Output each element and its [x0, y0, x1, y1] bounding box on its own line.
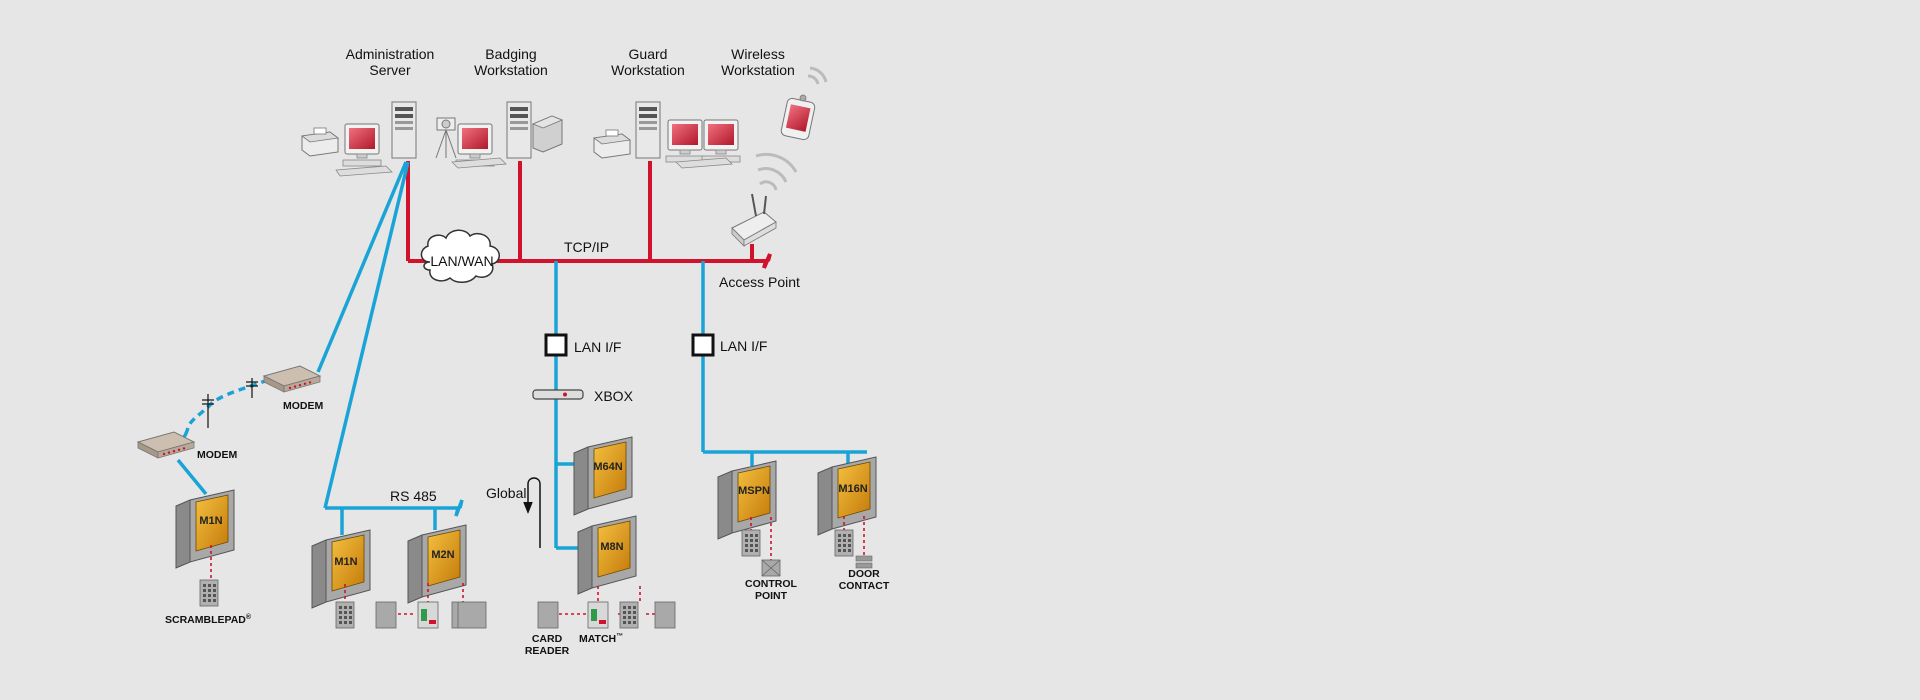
control-point-label-line2: POINT	[755, 590, 788, 602]
svg-text:M16N: M16N	[838, 483, 867, 495]
badging-label-line2: Workstation	[474, 62, 548, 78]
badging-workstation	[435, 101, 564, 169]
mspn-keypad	[741, 529, 761, 557]
lan-interface-box-1	[544, 333, 568, 357]
lan-interface-box-2	[691, 333, 715, 357]
modem-lower	[137, 394, 214, 459]
guard-label-line1: Guard	[629, 46, 668, 62]
panel-rs485-m1n: M1N	[311, 529, 371, 609]
wireless-label-line2: Workstation	[721, 62, 795, 78]
panel-m8n: M8N	[577, 515, 637, 595]
m16n-keypad	[834, 529, 854, 557]
scramblepad-keypad	[199, 579, 219, 607]
administration-server-workstation	[301, 101, 417, 177]
card-reader	[537, 601, 559, 629]
global-label: Global	[486, 485, 526, 501]
tcpip-label: TCP/IP	[564, 239, 609, 255]
card-reader-label-line2: READER	[525, 645, 570, 657]
control-point-device	[761, 559, 781, 577]
lan-wan-cloud: LAN/WAN	[420, 229, 500, 283]
match-label: MATCH™	[579, 633, 623, 645]
rs485-label: RS 485	[390, 488, 437, 504]
match-reader	[587, 601, 609, 629]
svg-text:M1N: M1N	[334, 556, 357, 568]
wireless-label-line1: Wireless	[731, 46, 785, 62]
camera-icon	[435, 117, 457, 159]
guard-workstation	[593, 101, 741, 169]
scramblepad-label: SCRAMBLEPAD®	[165, 613, 252, 626]
wireless-handheld-device	[780, 66, 828, 141]
modem-lower-label: MODEM	[197, 449, 238, 461]
control-point-label-line1: CONTROL	[745, 578, 797, 590]
rs485-double-reader	[451, 601, 487, 629]
svg-text:M1N: M1N	[199, 515, 222, 527]
admin-server-label-line2: Server	[369, 62, 411, 78]
modem-upper	[246, 365, 321, 398]
device-wiring	[210, 516, 865, 615]
door-contact-label-line2: CONTACT	[839, 580, 890, 592]
xbox-label: XBOX	[594, 388, 634, 404]
panel-remote-m1n: M1N	[175, 489, 235, 569]
panel-m16n: M16N	[817, 456, 877, 536]
badging-label-line1: Badging	[485, 46, 536, 62]
door-contact-label-line1: DOOR	[848, 568, 880, 580]
svg-text:M64N: M64N	[593, 461, 622, 473]
access-point-label: Access Point	[719, 274, 800, 290]
modem-upper-label: MODEM	[283, 400, 324, 412]
svg-text:M8N: M8N	[600, 541, 623, 553]
panel-mspn: MSPN	[717, 460, 777, 540]
lan-if-label-1: LAN I/F	[574, 339, 621, 355]
rs485-keypad	[335, 601, 355, 629]
svg-text:M2N: M2N	[431, 549, 454, 561]
guard-label-line2: Workstation	[611, 62, 685, 78]
global-arrow-icon	[523, 477, 541, 548]
panel-rs485-m2n: M2N	[407, 524, 467, 604]
xbox-device	[532, 389, 584, 400]
m8n-keypad	[619, 601, 639, 629]
m8n-reader	[654, 601, 676, 629]
rs485-match-reader	[417, 601, 439, 629]
panel-m64n: M64N	[573, 436, 633, 516]
lan-wan-label: LAN/WAN	[430, 253, 493, 269]
access-point-router	[731, 152, 798, 247]
svg-text:MSPN: MSPN	[738, 485, 770, 497]
door-contact-device	[855, 555, 873, 569]
lan-if-label-2: LAN I/F	[720, 338, 767, 354]
rs485-reader	[375, 601, 397, 629]
admin-server-label-line1: Administration	[346, 46, 435, 62]
card-reader-label-line1: CARD	[532, 633, 563, 645]
